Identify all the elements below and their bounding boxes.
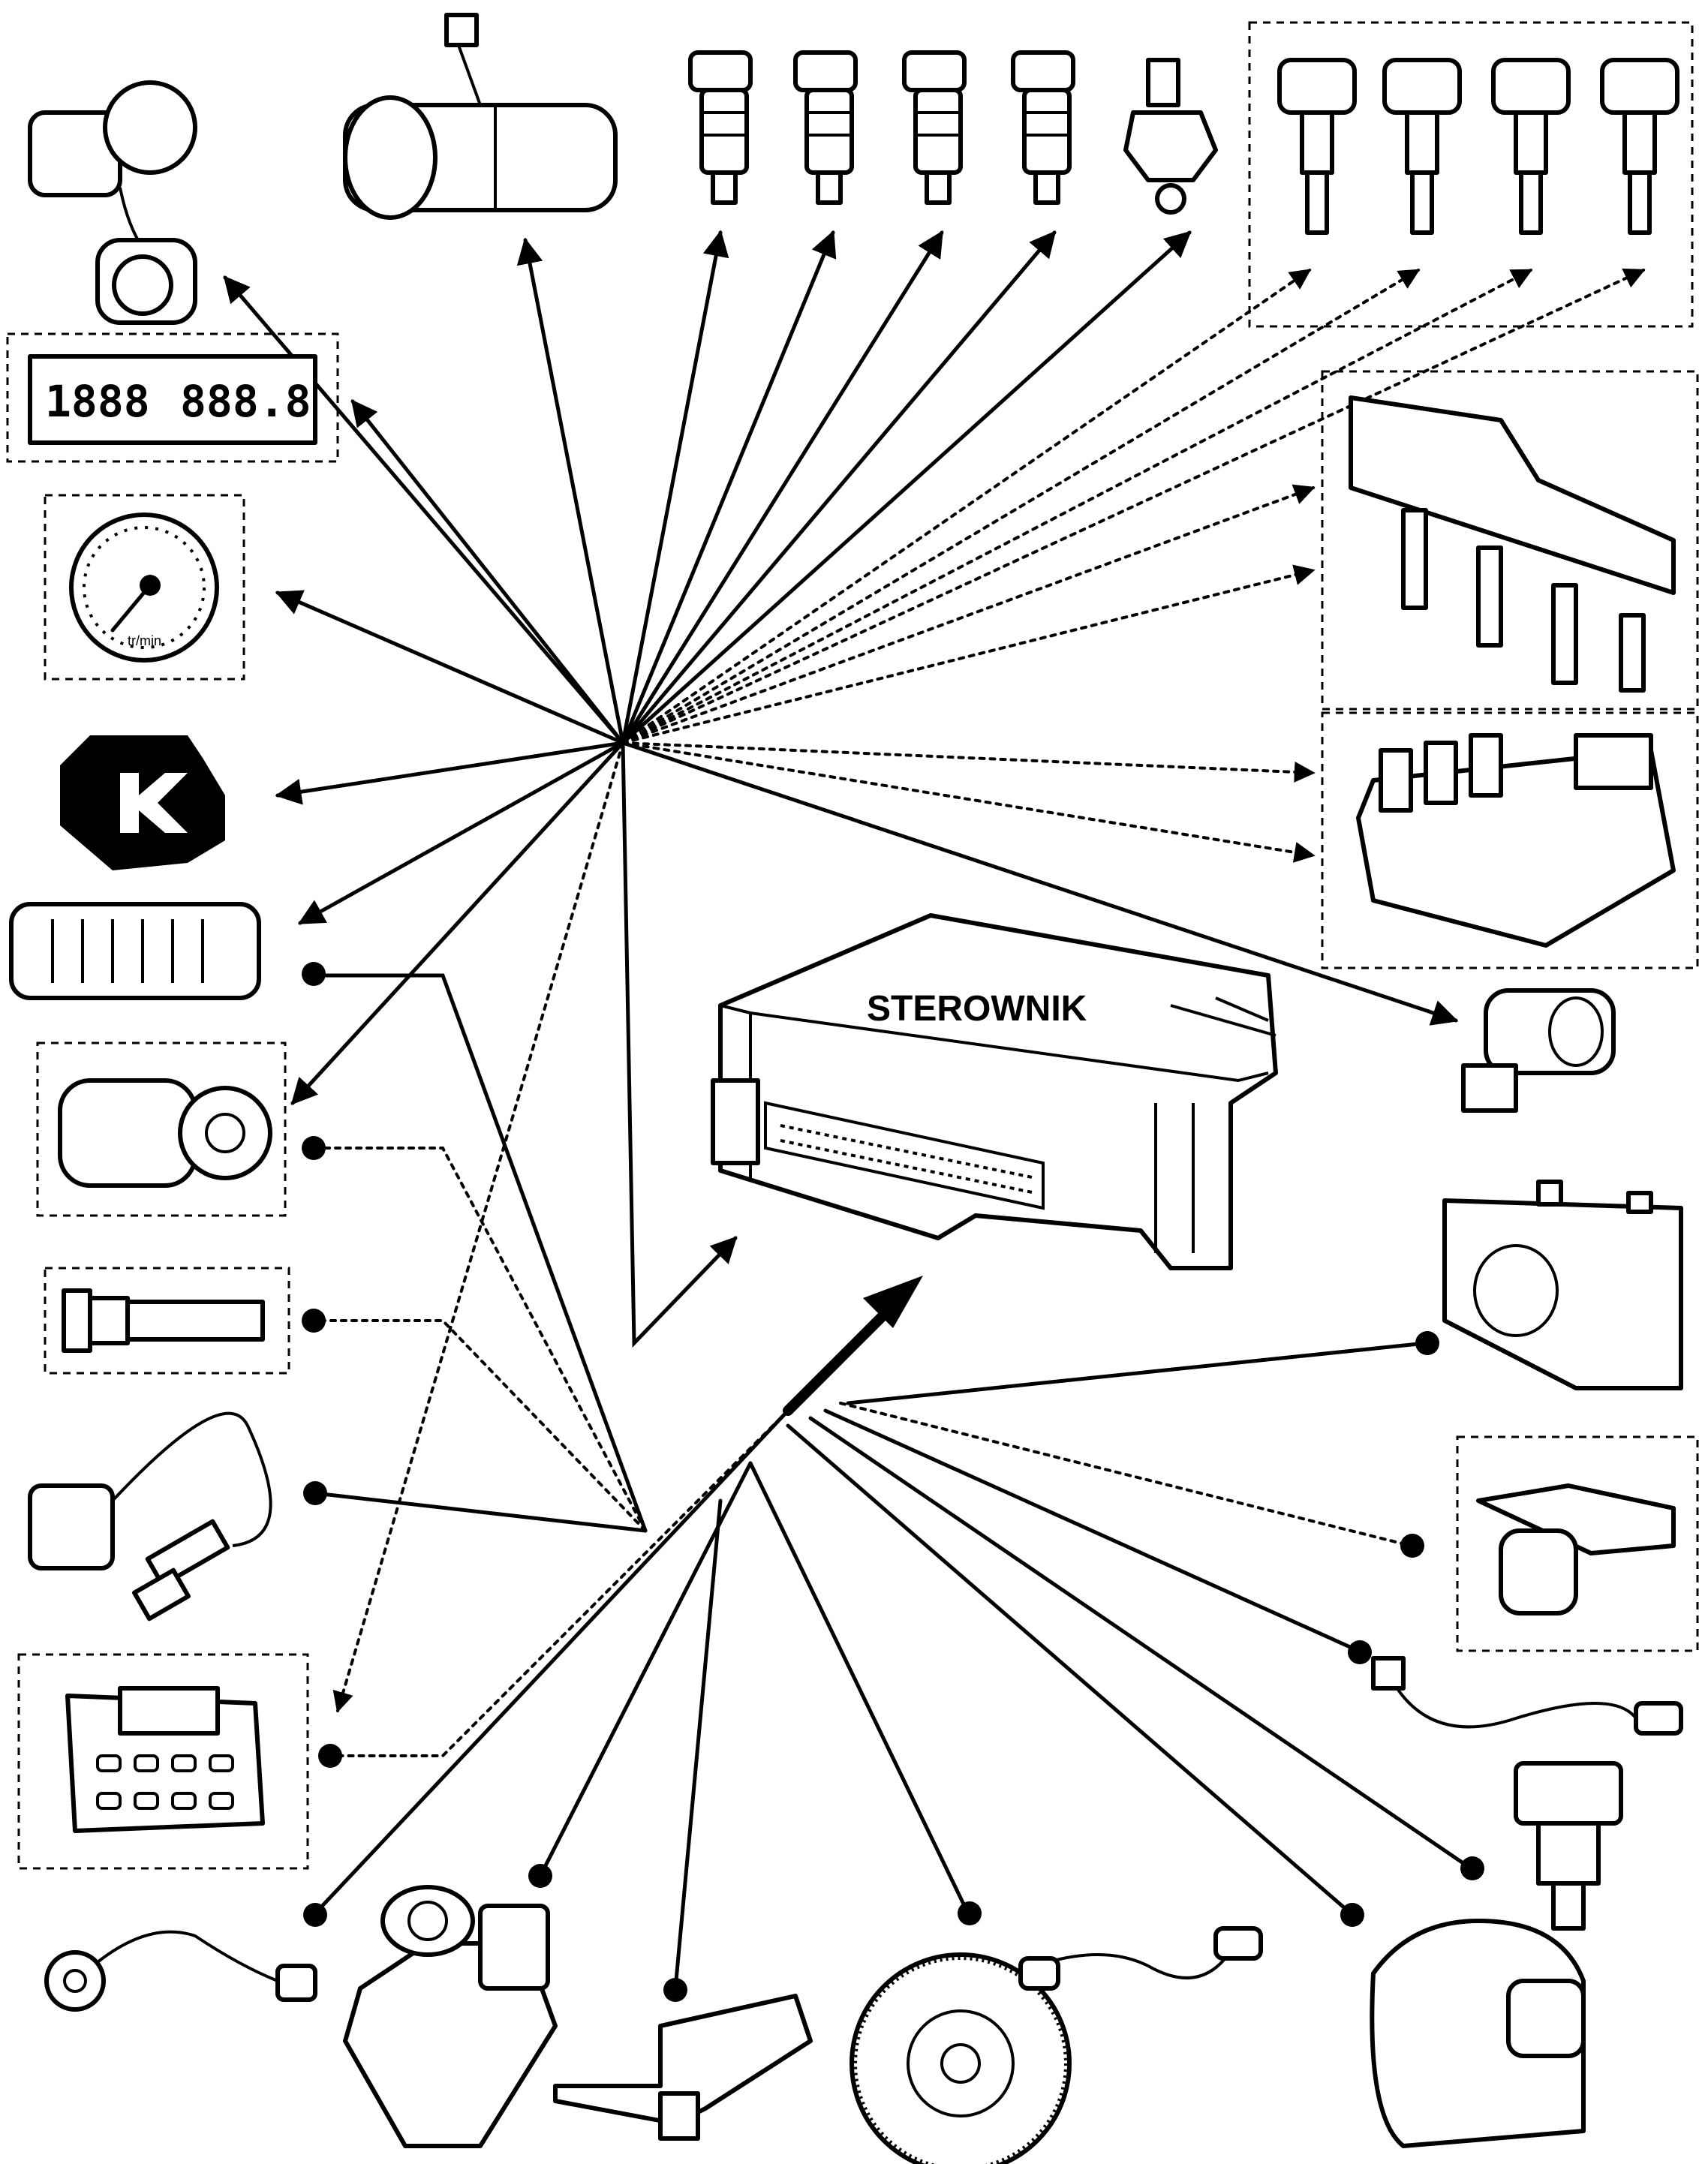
pressure-switch-icon [62,1288,265,1353]
injector-4-icon [1011,50,1075,205]
coil-rail-box [1321,370,1699,711]
throttle-body-sensor-icon [343,1885,558,2148]
injector-3-icon [902,50,967,205]
immobilizer-switch-icon [28,80,197,325]
ecu-connector-pins [780,1124,1036,1195]
coil-pack-block-icon [1356,733,1676,948]
output-wiring [223,230,1646,1713]
pressure-switch-box [44,1267,290,1375]
fuel-pump-icon [343,13,618,220]
cam-position-sensor-icon [1476,1483,1676,1615]
ac-compressor-icon [58,1078,272,1188]
injector-1-icon [688,50,753,205]
tachometer-unit: tr/min [128,633,161,648]
coil-block-box [1321,711,1699,969]
coolant-temperature-sensor-icon [1514,1761,1623,1931]
coil-pack-rail-icon [1349,395,1676,693]
battery-icon [1442,1180,1683,1390]
lambda-probe-icon [28,1411,272,1621]
ignition-plugs-box [1248,21,1694,328]
ecu-label: STEROWNIK [867,989,1087,1029]
flywheel-icon [849,1926,1263,2164]
map-sensor-icon [553,1994,813,2141]
ecu-unit: STEROWNIK [711,913,1278,1270]
speed-sensor-cable-icon [1371,1656,1683,1736]
relay-k-icon [60,735,225,870]
tachometer-box [44,494,245,681]
diagnostic-box [17,1653,309,1870]
dashboard-display-icon: 1888 888.8 [28,354,317,445]
dashboard-box [6,332,339,463]
dashboard-readout-left: 1888 [45,376,150,427]
canister-purge-valve-icon [1123,58,1218,215]
injector-2-icon [793,50,858,205]
throttle-position-sensor-icon [1370,1919,1586,2148]
knock-sensor-icon [44,1930,317,2012]
diagnostic-connector-icon [65,1686,265,1833]
dashboard-readout-right: 888.8 [180,376,311,427]
idle-air-valve-icon [1461,988,1616,1113]
cam-sensor-box [1456,1435,1699,1652]
fuse-box-icon [9,902,261,1000]
tachometer-icon: tr/min [69,512,219,663]
ac-compressor-box [36,1041,287,1217]
input-wiring [313,973,1473,1991]
ignition-coil-plug-icons [1277,58,1679,235]
input-terminal-dots [302,962,1484,2002]
